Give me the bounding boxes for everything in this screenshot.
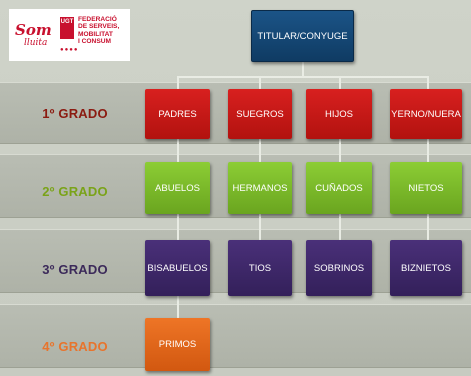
node-bisabuelos: BISABUELOS — [145, 240, 210, 296]
logo-org-line: DE SERVEIS, — [78, 23, 120, 31]
band-grado-4 — [0, 304, 471, 368]
connector-suegros — [259, 76, 261, 89]
logo-slogan-bottom: lluita — [24, 38, 48, 48]
node-hermanos: HERMANOS — [228, 162, 292, 214]
grade-label-4: 4º GRADO — [42, 339, 108, 354]
connector-abuelos-bisabuelos — [177, 212, 179, 240]
connector-nietos-biznietos — [427, 212, 429, 240]
grade-label-3: 3º GRADO — [42, 262, 108, 277]
ugt-logo: Som lluita UGT FEDERACIÓ DE SERVEIS, MOB… — [9, 9, 130, 61]
node-abuelos: ABUELOS — [145, 162, 210, 214]
connector-padres-abuelos — [177, 137, 179, 162]
connector-grado1-bar — [177, 76, 429, 78]
node-padres: PADRES — [145, 89, 210, 139]
logo-badge: UGT — [60, 17, 74, 39]
node-hijos: HIJOS — [306, 89, 372, 139]
connector-yerno — [427, 76, 429, 89]
node-suegros: SUEGROS — [228, 89, 292, 139]
node-cunados: CUÑADOS — [306, 162, 372, 214]
connector-hermanos-tios — [259, 212, 261, 240]
grade-label-1: 1º GRADO — [42, 106, 108, 121]
connector-bisabuelos-primos — [177, 296, 179, 318]
connector-cunados-sobrinos — [339, 212, 341, 240]
node-nietos: NIETOS — [390, 162, 462, 214]
node-titular-conyuge: TITULAR/CONYUGE — [251, 10, 354, 62]
node-yerno-nuera: YERNO/NUERA — [390, 89, 462, 139]
logo-slogan-top: Som — [15, 21, 52, 39]
connector-root-down — [302, 62, 304, 76]
logo-org-name: FEDERACIÓ DE SERVEIS, MOBILITAT I CONSUM — [78, 16, 119, 46]
logo-dots: ●●●● — [60, 47, 79, 53]
connector-hijos-cunados — [339, 137, 341, 162]
connector-hijos — [339, 76, 341, 89]
node-sobrinos: SOBRINOS — [306, 240, 372, 296]
node-biznietos: BIZNIETOS — [390, 240, 462, 296]
node-primos: PRIMOS — [145, 318, 210, 371]
logo-org-line: FEDERACIÓ — [78, 16, 117, 23]
connector-padres — [177, 76, 179, 89]
logo-org-line: MOBILITAT — [78, 30, 113, 38]
grade-label-2: 2º GRADO — [42, 184, 108, 199]
logo-org-line: I CONSUM — [78, 38, 111, 46]
node-tios: TIOS — [228, 240, 292, 296]
connector-suegros-hermanos — [259, 137, 261, 162]
connector-yerno-nietos — [427, 137, 429, 162]
